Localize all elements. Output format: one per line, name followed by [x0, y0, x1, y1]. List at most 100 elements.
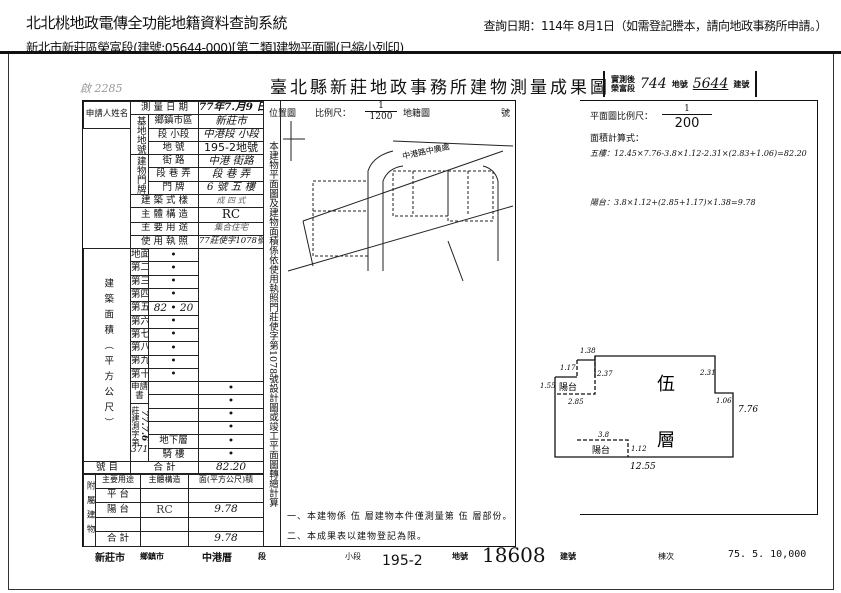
footer-section: 中港厝	[202, 553, 232, 564]
note-2: 二、本成果表以建物登記為限。	[287, 532, 428, 542]
floor-label	[148, 421, 199, 436]
floor-label: 伍	[657, 374, 675, 395]
footer-batch-label: 棟次	[658, 552, 674, 561]
floor-area: •	[148, 314, 199, 329]
floor-label: 第十層	[130, 367, 149, 383]
floor-area: •	[148, 367, 199, 383]
structure: RC	[198, 207, 264, 223]
survey-document	[8, 54, 834, 590]
floor-label: 第二層	[130, 261, 149, 276]
dim-right-b: 1.06	[716, 397, 732, 405]
style: 成 四 式	[198, 194, 264, 209]
plan-scale-den: 200	[674, 116, 700, 131]
application-label: 申請書	[131, 383, 148, 404]
floor-label: 第九層	[130, 354, 149, 369]
stamp-line2: 榮富段	[611, 83, 635, 93]
balcony-label: 陽台	[592, 444, 610, 456]
calc-balcony: 陽台：3.8×1.12+(2.85+1.17)×1.38=9.78	[590, 198, 756, 207]
survey-date-label: 測 量 日 期	[130, 100, 199, 116]
floor-area: •	[198, 407, 264, 423]
application-no: 3719	[131, 444, 149, 455]
accessory-area	[188, 516, 264, 532]
floor-area: •	[198, 394, 264, 409]
floor-label	[148, 407, 199, 423]
district-label: 鄉鎮市區	[148, 114, 199, 129]
stamp-parcel: 744	[640, 76, 667, 92]
street-label: 街 路	[148, 154, 199, 169]
divider	[0, 51, 841, 54]
calc-floor5: 五樓：12.45×7.76-3.8×1.12-2.31×(2.83+1.06)=…	[590, 149, 807, 158]
doorplate-label: 建物門牌	[130, 154, 149, 196]
applicant-label: 申請人姓名	[83, 101, 131, 129]
accessory-area	[188, 487, 264, 503]
location-map: 中港路中廣處	[283, 121, 514, 281]
dim-width: 12.55	[630, 462, 656, 472]
permit-label: 使 用 執 照	[130, 234, 199, 250]
floor-area: •	[148, 341, 199, 356]
accessory-total: 9.78	[188, 531, 264, 547]
dim-top: 1.38	[580, 347, 596, 355]
query-date: 查詢日期：114年 8月1日（如需登記謄本，請向地政事務所申請。）	[483, 19, 828, 33]
floor-label: 騎 樓	[148, 447, 199, 462]
floor-area: •	[148, 274, 199, 290]
floor-area: •	[148, 327, 199, 343]
floor-label: 第七層	[130, 327, 149, 343]
footer-city: 新莊市	[95, 553, 125, 564]
area-group-label: 建築面積（平方公尺）	[83, 248, 131, 462]
plan-scale-num: 1	[662, 104, 712, 115]
floor-area: •	[198, 421, 264, 436]
parcel-label: 地 號	[148, 140, 199, 156]
survey-date: 77年7.月9 日	[198, 100, 264, 116]
accessory-area: 9.78	[188, 502, 264, 518]
footer-parcel: 195-2	[382, 553, 423, 569]
floor-area: 82 • 20	[148, 301, 199, 316]
section-label: 段 小段	[148, 127, 199, 142]
document-title: 臺北縣新莊地政事務所建物測量成果圖	[270, 78, 610, 98]
floor-label: 層	[657, 430, 675, 451]
floor-label: 第五層	[130, 301, 149, 316]
dim-left-a: 1.17	[560, 364, 576, 372]
stamp-parcel-label: 地號	[671, 78, 688, 89]
style-label: 建 築 式 樣	[130, 194, 199, 209]
header-use: 主要用途	[95, 473, 141, 489]
application-date: 77.7.6	[139, 410, 149, 442]
floor-area: •	[148, 288, 199, 303]
dim-left-b: 1.55	[540, 382, 556, 390]
vertical-note: 本建物平面圖及建物面積係依使用執照門莊使字第1078號設計圖或竣工平面圖轉繪計算	[263, 101, 281, 546]
corner-mark: 啟 2285	[80, 82, 123, 95]
calc-label: 面積計算式：	[590, 134, 645, 144]
footer-subsection-label: 小段	[345, 552, 361, 561]
system-title: 北北桃地政電傳全功能地籍資料查詢系統	[26, 14, 288, 32]
dim-height: 7.76	[738, 405, 758, 415]
floor-area: •	[148, 261, 199, 276]
accessory-label: 附屬建物	[83, 473, 96, 547]
parcel: 195-2地號	[198, 140, 264, 156]
accessory-use: 平 台	[95, 487, 141, 503]
permit: 77莊使字1078號	[198, 234, 264, 250]
district: 新莊市	[198, 114, 264, 129]
floor-area: •	[198, 434, 264, 449]
floor-area: •	[198, 381, 264, 396]
use-label: 主 要 用 途	[130, 221, 199, 236]
stamp-line1: 實測後	[611, 74, 635, 84]
location-map-label: 位置圖	[269, 109, 297, 119]
number-label: 門 牌	[148, 180, 199, 196]
accessory-structure	[140, 516, 189, 532]
floor-label	[148, 381, 199, 396]
accessory-use	[95, 516, 141, 532]
floor-label: 第六層	[130, 314, 149, 329]
building-stamp: 實測後榮富段 744 地號 5644 建號	[603, 71, 758, 97]
floor-label: 地下層	[148, 434, 199, 449]
section: 中港段 小段	[198, 127, 264, 142]
dim-right-a: 2.31	[699, 369, 716, 377]
header-structure: 主體構造	[140, 473, 189, 489]
map-scale-label: 比例尺：	[315, 109, 352, 119]
road-label: 中港路中廣處	[401, 141, 450, 161]
accessory-structure	[140, 487, 189, 503]
footer-city-label: 鄉鎮市	[140, 551, 164, 561]
footer-building-no: 18608	[482, 543, 546, 567]
footer-print-info: 75. 5. 10,000	[728, 549, 807, 560]
